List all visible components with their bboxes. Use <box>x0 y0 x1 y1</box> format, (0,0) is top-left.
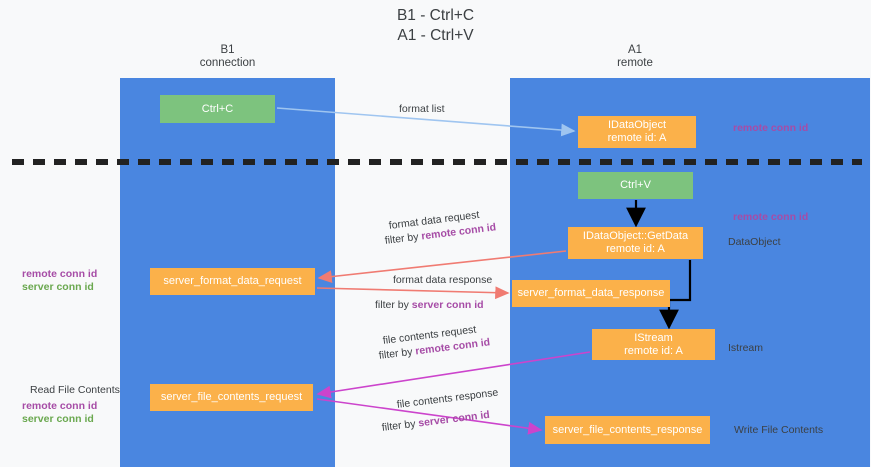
annotation-left-read-file-contents: Read File Contents <box>30 384 120 396</box>
node-server-file-contents-request-label: server_file_contents_request <box>160 391 303 403</box>
node-ctrl-v-label: Ctrl+V <box>620 179 651 191</box>
node-istream-title: IStream <box>634 331 673 344</box>
node-server-file-contents-response-label: server_file_contents_response <box>552 423 703 436</box>
annotation-text: remote conn id <box>733 122 809 134</box>
node-idataobject-title: IDataObject <box>607 119 667 131</box>
title-line-1: B1 - Ctrl+C <box>396 7 475 24</box>
filter-prefix: filter by <box>375 299 412 311</box>
annotation-remote-conn-id: remote conn id <box>22 268 98 280</box>
node-ctrl-v[interactable]: Ctrl+V <box>578 172 693 199</box>
annotation-server-conn-id: server conn id <box>22 413 94 425</box>
node-idataobject-getdata[interactable]: IDataObject::GetData remote id: A <box>568 227 703 259</box>
arrow-format-data-response <box>316 286 510 300</box>
annotation-left-conn-ids-top: remote conn id server conn id <box>22 268 97 294</box>
annotation-server-conn-id: server conn id <box>22 281 94 293</box>
page-title: B1 - Ctrl+C A1 - Ctrl+V <box>0 6 871 46</box>
node-server-format-data-response-label: server_format_data_response <box>517 287 665 299</box>
filter-key-server-conn-id: server conn id <box>411 299 484 311</box>
lane-header-a1-subtitle: remote <box>617 57 653 69</box>
lane-header-b1: B1 connection <box>120 44 335 70</box>
node-istream[interactable]: IStream remote id: A <box>592 329 715 360</box>
annotation-right-istream: Istream <box>728 342 764 354</box>
node-server-file-contents-request[interactable]: server_file_contents_request <box>150 384 313 411</box>
node-idataobject[interactable]: IDataObject remote id: A <box>578 116 696 148</box>
lane-header-b1-name: B1 <box>220 44 235 56</box>
annotation-right-remote-conn-id-top: remote conn id <box>733 122 808 135</box>
node-ctrl-c[interactable]: Ctrl+C <box>160 95 275 123</box>
node-server-format-data-response[interactable]: server_format_data_response <box>512 280 670 307</box>
annotation-remote-conn-id: remote conn id <box>22 400 98 412</box>
filter-prefix: filter by <box>381 417 420 434</box>
lane-header-b1-subtitle: connection <box>199 57 256 69</box>
node-idataobject-subtitle: remote id: A <box>607 132 667 144</box>
node-istream-subtitle: remote id: A <box>624 344 683 357</box>
title-line-2: A1 - Ctrl+V <box>397 27 474 44</box>
annotation-text: remote conn id <box>733 211 809 223</box>
node-ctrl-c-label: Ctrl+C <box>201 102 234 115</box>
node-server-format-data-request[interactable]: server_format_data_request <box>150 268 315 295</box>
lane-header-a1-name: A1 <box>627 44 643 56</box>
filter-key-server-conn-id: server conn id <box>417 408 491 430</box>
annotation-right-remote-conn-id-mid: remote conn id <box>733 211 808 224</box>
node-getdata-title: IDataObject::GetData <box>582 230 689 242</box>
edge-label-format-data-response: format data response <box>393 274 493 286</box>
edge-label-format-list: format list <box>399 103 445 115</box>
node-getdata-subtitle: remote id: A <box>606 243 665 255</box>
node-server-file-contents-response[interactable]: server_file_contents_response <box>545 416 710 444</box>
lane-header-a1: A1 remote <box>510 44 760 70</box>
edge-label-format-data-response-filter: filter by server conn id <box>375 298 484 312</box>
annotation-left-conn-ids-bottom: remote conn id server conn id <box>22 400 97 426</box>
filter-prefix: filter by <box>384 230 423 247</box>
annotation-right-dataobject: DataObject <box>728 236 781 248</box>
node-server-format-data-request-label: server_format_data_request <box>163 275 302 287</box>
filter-prefix: filter by <box>378 345 417 362</box>
annotation-right-write-file-contents: Write File Contents <box>734 424 824 436</box>
